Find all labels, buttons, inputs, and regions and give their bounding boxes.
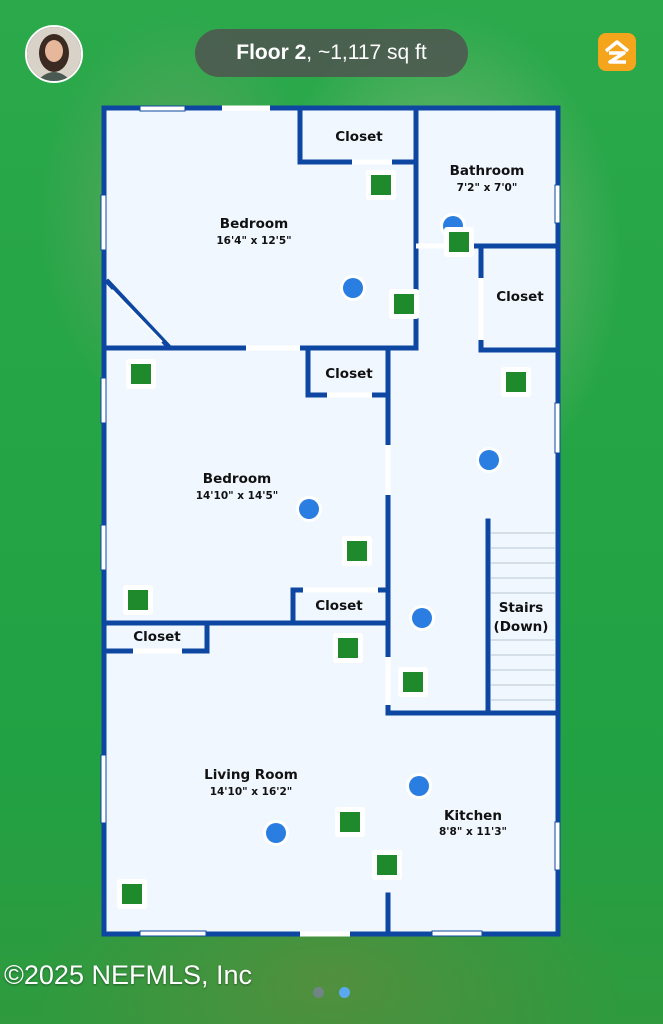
photo-marker[interactable] bbox=[366, 170, 396, 200]
bedroom-1-label: Bedroom bbox=[220, 216, 288, 232]
photo-marker[interactable] bbox=[123, 585, 153, 615]
page-indicator-dot-2-active[interactable] bbox=[339, 987, 350, 998]
camera-dot[interactable] bbox=[409, 605, 435, 631]
photo-marker[interactable] bbox=[501, 367, 531, 397]
camera-dot[interactable] bbox=[296, 496, 322, 522]
kitchen-dims: 8'8" x 11'3" bbox=[439, 826, 507, 838]
photo-marker[interactable] bbox=[333, 633, 363, 663]
photo-marker[interactable] bbox=[372, 850, 402, 880]
closet-5-label: Closet bbox=[133, 629, 181, 645]
stairs-sub-label: (Down) bbox=[494, 619, 549, 635]
living-room-dims: 14'10" x 16'2" bbox=[210, 786, 293, 798]
bedroom-2-dims: 14'10" x 14'5" bbox=[196, 490, 279, 502]
floor-label: Floor 2 bbox=[236, 41, 307, 64]
closet-2-label: Closet bbox=[496, 289, 544, 305]
photo-marker[interactable] bbox=[389, 289, 419, 319]
kitchen-label: Kitchen bbox=[444, 808, 502, 824]
closet-4-label: Closet bbox=[315, 598, 363, 614]
camera-positions[interactable] bbox=[263, 213, 502, 846]
person-icon bbox=[27, 27, 81, 81]
living-room-label: Living Room bbox=[204, 767, 298, 783]
windows bbox=[100, 105, 561, 937]
stairs-label: Stairs bbox=[499, 600, 544, 616]
camera-dot[interactable] bbox=[340, 275, 366, 301]
photo-marker[interactable] bbox=[398, 667, 428, 697]
bathroom-label: Bathroom bbox=[450, 163, 525, 179]
camera-dot[interactable] bbox=[406, 773, 432, 799]
camera-dot[interactable] bbox=[263, 820, 289, 846]
floor-area: , ~1,117 sq ft bbox=[306, 41, 427, 64]
photo-marker[interactable] bbox=[126, 359, 156, 389]
closet-1-label: Closet bbox=[335, 129, 383, 145]
zillow-logo-icon[interactable] bbox=[598, 33, 636, 71]
photo-marker[interactable] bbox=[342, 536, 372, 566]
stair-treads bbox=[491, 532, 555, 701]
bathroom-dims: 7'2" x 7'0" bbox=[457, 182, 518, 194]
photo-marker[interactable] bbox=[444, 227, 474, 257]
camera-dot[interactable] bbox=[476, 447, 502, 473]
photo-markers[interactable] bbox=[117, 170, 531, 909]
closet-3-label: Closet bbox=[325, 366, 373, 382]
photo-marker[interactable] bbox=[117, 879, 147, 909]
bedroom-2-label: Bedroom bbox=[203, 471, 271, 487]
floor-header: Floor 2, ~1,117 sq ft bbox=[195, 29, 468, 77]
openings bbox=[133, 105, 484, 937]
photo-marker[interactable] bbox=[335, 807, 365, 837]
bedroom-1-dims: 16'4" x 12'5" bbox=[216, 235, 291, 247]
agent-avatar[interactable] bbox=[25, 25, 83, 83]
page-indicator-dot-1[interactable] bbox=[313, 987, 324, 998]
house-z-icon bbox=[604, 40, 630, 64]
copyright-text: ©2025 NEFMLS, Inc bbox=[4, 960, 252, 990]
